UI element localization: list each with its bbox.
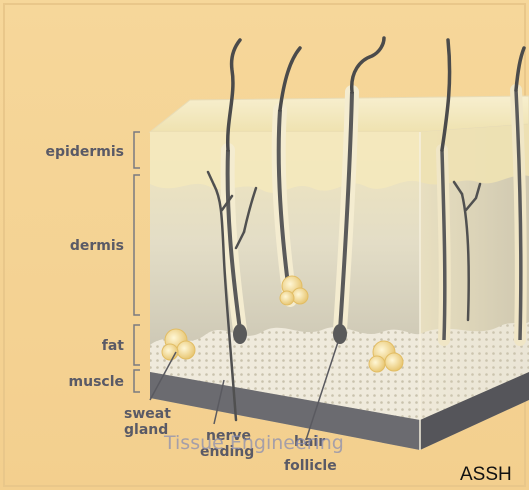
skin-top-surface — [150, 96, 529, 132]
label-fat: fat — [102, 338, 125, 354]
watermark-text: Tissue Engineering — [163, 432, 344, 454]
label-sweat: sweat — [124, 406, 171, 422]
label-gland: gland — [124, 422, 168, 438]
footer-text: ASSH — [460, 464, 512, 485]
label-dermis: dermis — [70, 238, 124, 254]
label-epidermis: epidermis — [46, 144, 124, 160]
label-follicle: follicle — [284, 458, 337, 474]
label-muscle: muscle — [69, 374, 124, 390]
